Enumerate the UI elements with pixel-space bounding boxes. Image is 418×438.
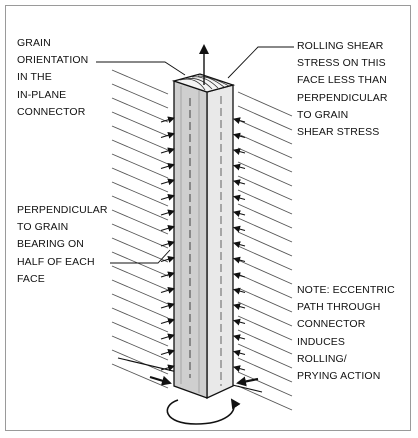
in-plane-connector [171, 73, 236, 400]
connector-front-face [173, 80, 208, 399]
rotation-arrow [166, 398, 241, 425]
label-note-eccentric: NOTE: ECCENTRIC PATH THROUGH CONNECTOR I… [297, 284, 395, 383]
bearing-arrows-right-face [233, 117, 246, 372]
label-grain-orientation: GRAIN ORIENTATION IN THE IN-PLANE CONNEC… [17, 37, 89, 118]
base-force-arrows [149, 375, 259, 387]
panel-grain-hatching [111, 69, 293, 411]
leader-lines [96, 46, 294, 264]
label-rolling-shear: ROLLING SHEAR STRESS ON THIS FACE LESS T… [297, 40, 388, 139]
connector-right-face [206, 84, 234, 400]
bearing-arrows-left-face [160, 116, 175, 372]
label-perpendicular-bearing: PERPENDICULAR TO GRAIN BEARING ON HALF O… [17, 204, 108, 285]
